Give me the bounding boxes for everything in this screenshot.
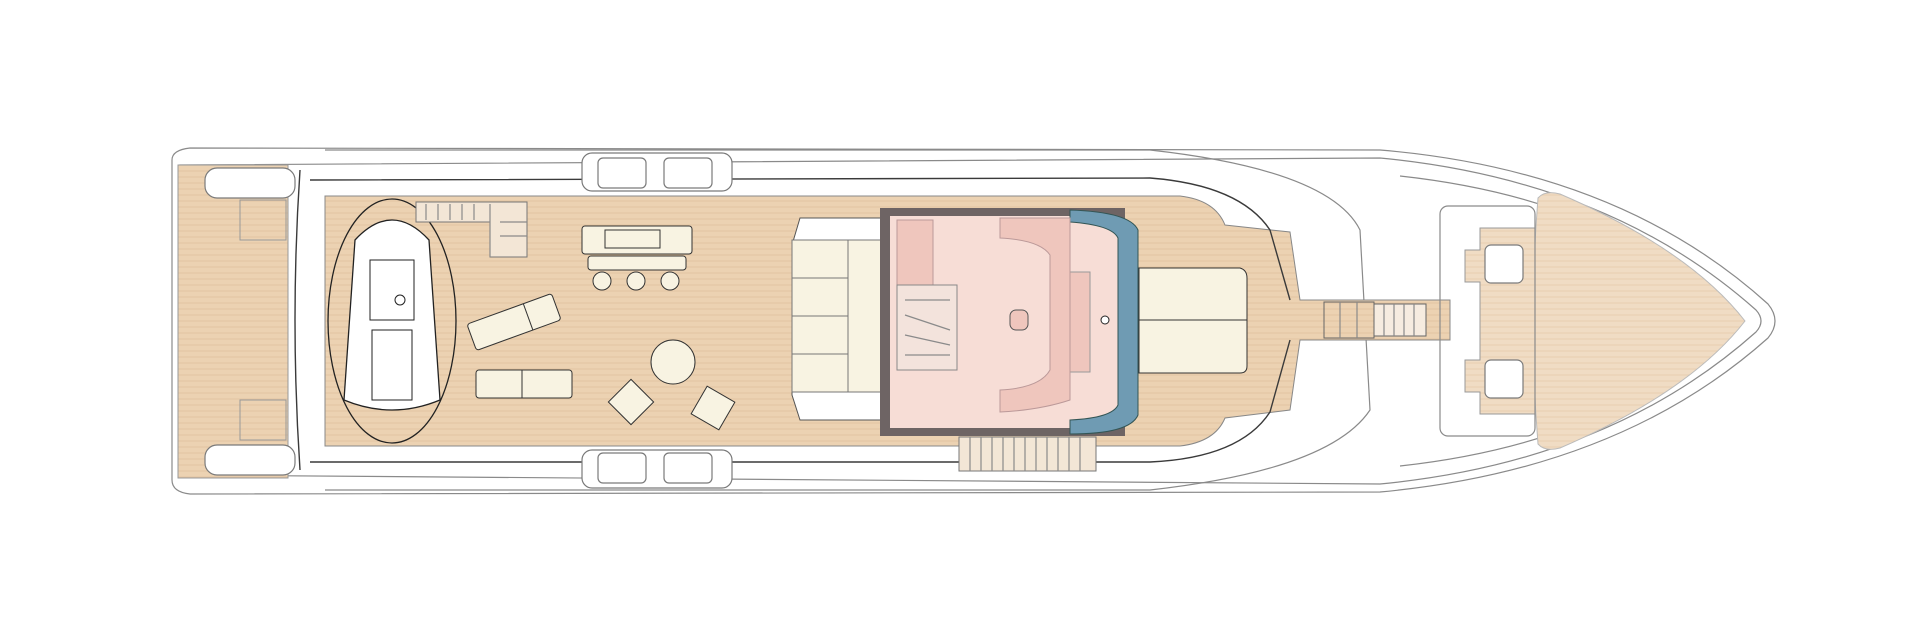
anchor-locker xyxy=(1439,205,1536,437)
interior-staircase xyxy=(896,284,958,371)
dashboard xyxy=(999,217,1071,413)
sun-lounger xyxy=(475,369,573,399)
bar-stool xyxy=(592,271,612,291)
bar-stool xyxy=(660,271,680,291)
sun-lounger xyxy=(467,293,561,351)
side-seats-bottom xyxy=(581,449,733,489)
round-table xyxy=(650,339,696,385)
flybridge-coaming xyxy=(309,177,1291,463)
lounge-chair xyxy=(607,378,655,426)
lounge-chair xyxy=(690,385,736,431)
bar-stool xyxy=(626,271,646,291)
bow-hatch xyxy=(1484,359,1524,399)
stern-locker-top xyxy=(204,167,296,199)
bow-deck xyxy=(1532,192,1746,450)
aft-staircase xyxy=(415,201,528,258)
sofa xyxy=(791,217,891,421)
forward-sunpad xyxy=(1138,267,1248,374)
bow-hatch xyxy=(1484,244,1524,284)
steering-wheel xyxy=(1100,315,1110,325)
side-staircase xyxy=(958,436,1097,472)
tender-boat xyxy=(327,198,457,444)
stern-step-top xyxy=(239,199,287,241)
bar-counter xyxy=(581,225,693,271)
stern-locker-bottom xyxy=(204,444,296,476)
wheelhouse xyxy=(880,208,1139,436)
stern-step-bottom xyxy=(239,399,287,441)
windshield xyxy=(1069,209,1139,435)
foredeck-steps xyxy=(1323,301,1427,339)
helm-seat xyxy=(1009,309,1029,331)
side-seats-top xyxy=(581,152,733,192)
